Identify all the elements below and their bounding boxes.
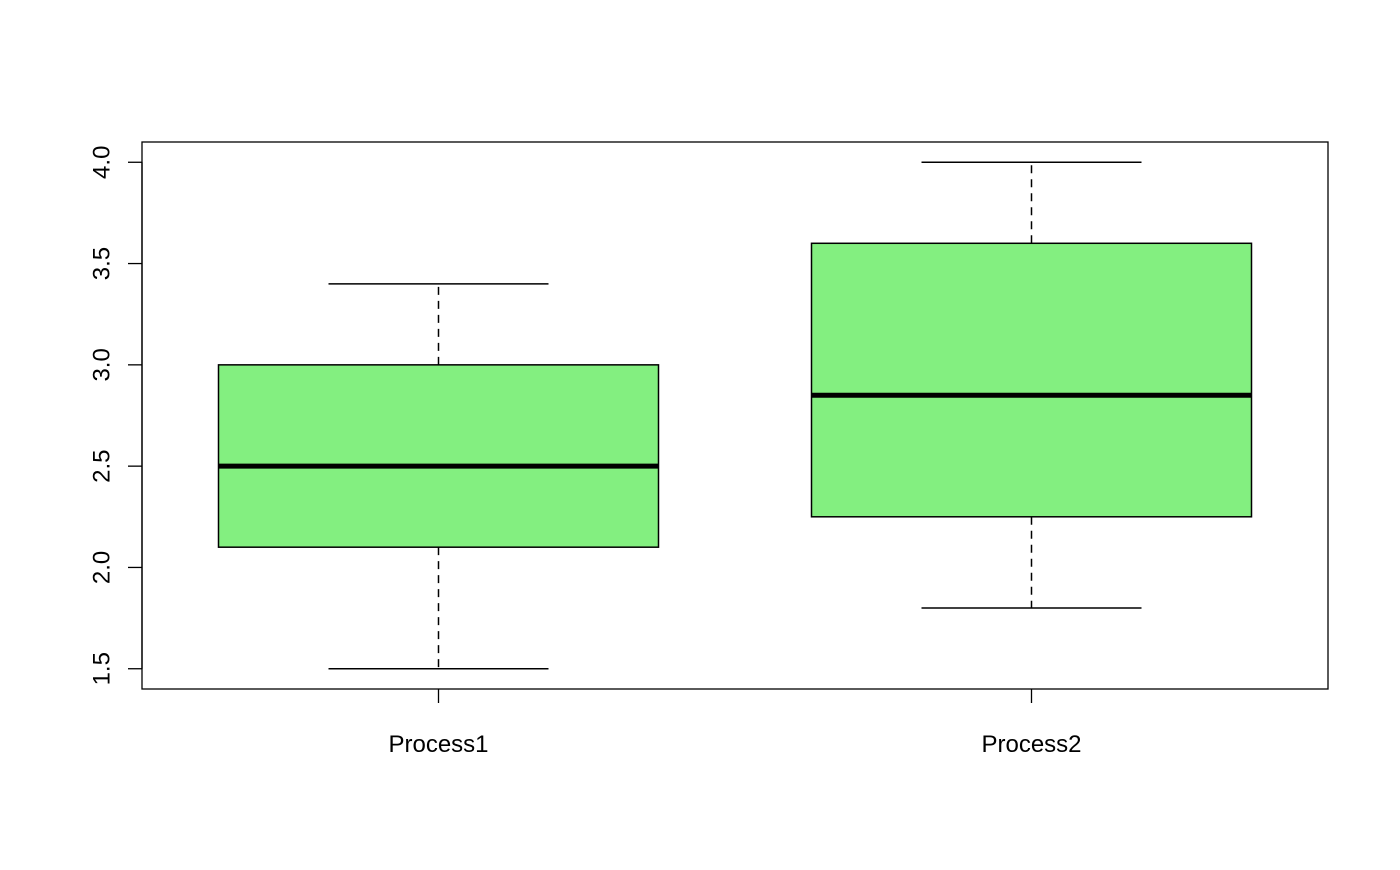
x-tick-label: Process1 — [388, 731, 488, 758]
iqr-box — [810, 242, 1253, 518]
y-tick-label: 1.5 — [89, 652, 116, 685]
y-tick-label: 2.5 — [89, 449, 116, 482]
axes-layer: Process1 Process2 1.5 2.0 2.5 3.0 3.5 4.0 — [89, 146, 1082, 758]
boxes-layer — [217, 161, 1253, 670]
y-tick-label: 4.0 — [89, 146, 116, 179]
y-tick-label: 2.0 — [89, 551, 116, 584]
y-tick-label: 3.0 — [89, 348, 116, 381]
x-tick-label: Process2 — [981, 731, 1081, 758]
box-group-process2 — [810, 161, 1253, 609]
box-group-process1 — [217, 283, 660, 670]
iqr-box — [217, 364, 660, 548]
y-tick-label: 3.5 — [89, 247, 116, 280]
